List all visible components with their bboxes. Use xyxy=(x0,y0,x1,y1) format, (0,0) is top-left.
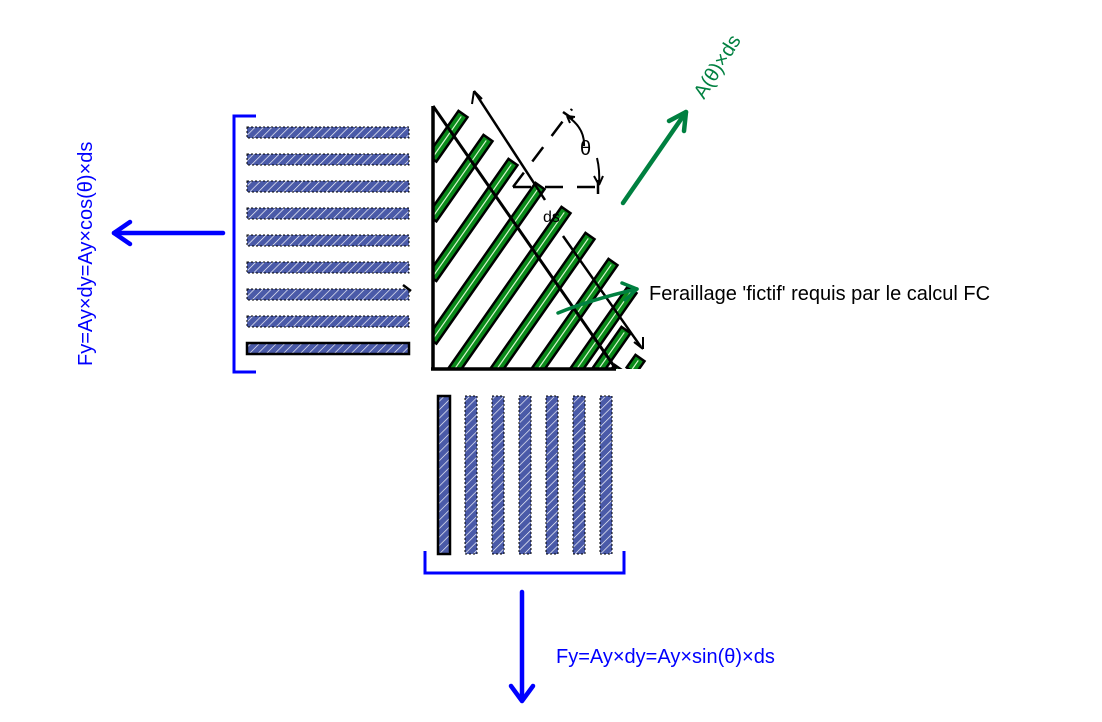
vertical-rebar xyxy=(491,395,505,555)
horizontal-rebar xyxy=(245,341,411,356)
horizontal-rebar xyxy=(246,288,410,301)
horizontal-rebar-group xyxy=(245,126,411,356)
diagonal-rebar-group xyxy=(433,109,647,369)
diagonal-force-label: A(θ)×ds xyxy=(690,31,746,103)
diagonal-rebar xyxy=(489,231,597,369)
vertical-rebar xyxy=(464,395,478,555)
vertical-rebar xyxy=(599,395,613,555)
horizontal-rebar xyxy=(246,153,410,166)
callout-arrow xyxy=(556,281,639,315)
diagonal-rebar xyxy=(591,325,633,369)
bottom-force-label: Fy=Ay×dy=Ay×sin(θ)×ds xyxy=(556,646,775,668)
diagonal-force-arrow xyxy=(620,109,689,206)
bottom-force-arrow xyxy=(508,589,536,704)
horizontal-rebar xyxy=(246,207,410,220)
horizontal-rebar xyxy=(246,315,410,328)
vertical-rebar xyxy=(572,395,586,555)
ds-dimension-line xyxy=(471,90,644,350)
vertical-rebar-group xyxy=(436,394,613,556)
horizontal-rebar xyxy=(246,180,410,193)
bottom-bracket xyxy=(423,551,626,575)
callout-label: Feraillage 'fictif' requis par le calcul… xyxy=(649,283,990,305)
left-force-arrow xyxy=(111,219,226,247)
diagonal-rebar xyxy=(433,157,520,283)
horizontal-rebar xyxy=(246,261,410,274)
angle-construction xyxy=(512,108,607,194)
left-tick-mark xyxy=(402,284,412,292)
horizontal-rebar xyxy=(246,126,410,139)
diagonal-rebar xyxy=(624,353,647,369)
ds-label: ds xyxy=(543,209,560,226)
triangle-outline xyxy=(431,105,618,371)
left-force-label: Fy=Ay×dy=Ay×cos(θ)×ds xyxy=(75,142,97,366)
diagonal-rebar xyxy=(447,205,573,369)
theta-label: θ xyxy=(580,138,591,160)
horizontal-rebar xyxy=(246,234,410,247)
left-bracket xyxy=(232,114,256,374)
vertical-rebar xyxy=(545,395,559,555)
vertical-rebar xyxy=(436,394,452,556)
diagonal-rebar xyxy=(530,257,620,369)
diagonal-rebar xyxy=(433,109,470,164)
vertical-rebar xyxy=(518,395,532,555)
diagonal-rebar xyxy=(433,133,495,224)
